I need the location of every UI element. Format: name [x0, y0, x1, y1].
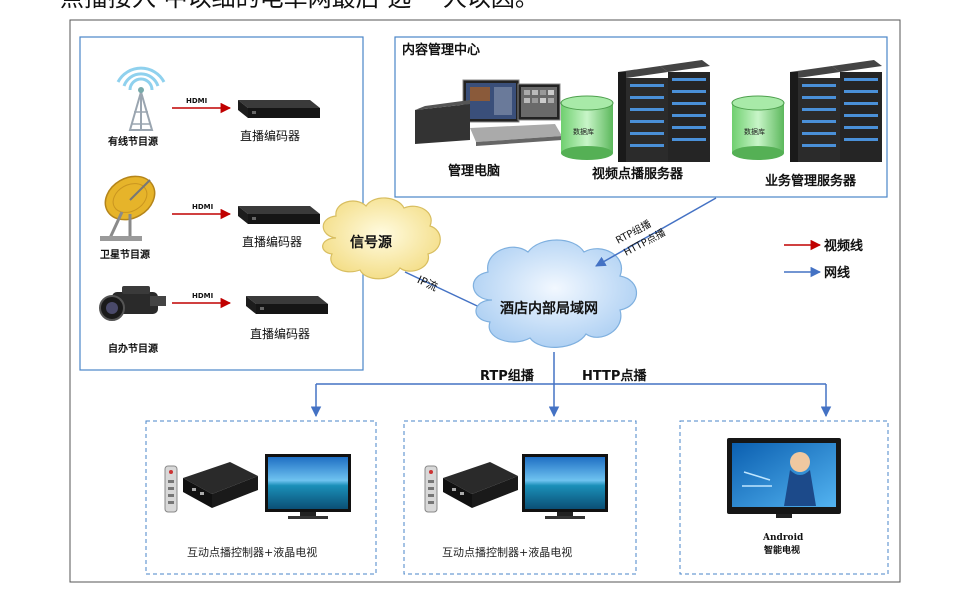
hotel-lan-cloud: [472, 239, 637, 348]
self-source-label: 自办节目源: [108, 342, 158, 355]
database-icon: [731, 95, 785, 160]
satellite-encoder-label: 直播编码器: [242, 234, 302, 249]
vod-db-label: 数据库: [573, 127, 594, 136]
legend-network-label: 网线: [824, 265, 850, 281]
android-tv-icon: [727, 438, 841, 518]
set-top-box-icon: [443, 462, 518, 508]
client-box-2: [403, 420, 637, 575]
video-camera-icon: [99, 286, 166, 321]
lcd-tv-icon: [265, 454, 351, 519]
outer-frame: [69, 19, 901, 583]
center-to-lan-arrow: [595, 197, 717, 267]
signal-source-label: 信号源: [350, 234, 392, 251]
server-bays: [630, 78, 706, 147]
satellite-hdmi-label: HDMI: [192, 203, 213, 211]
self-encoder-label: 直播编码器: [250, 326, 310, 341]
encoder-device-icon: [238, 206, 320, 224]
server-bays: [802, 78, 878, 147]
signal-source-cloud: [322, 197, 441, 280]
content-center-title: 内容管理中心: [402, 42, 480, 58]
client-box-1: [145, 420, 377, 575]
lcd-tv-icon: [522, 454, 608, 519]
satellite-dish-icon: [100, 175, 156, 241]
satellite-source-label: 卫星节目源: [100, 248, 150, 261]
remote-control-icon: [164, 465, 178, 513]
ip-stream-label: IP流: [415, 272, 440, 294]
client-3-label-line2: 智能电视: [764, 544, 800, 556]
self-hdmi-label: HDMI: [192, 292, 213, 300]
database-icon: [560, 95, 614, 160]
encoder-device-icon: [246, 296, 328, 314]
management-pc-icon: [415, 79, 562, 146]
client-2-label: 互动点播控制器+液晶电视: [442, 545, 572, 559]
legend-video-label: 视频线: [824, 238, 863, 254]
set-top-box-icon: [183, 462, 258, 508]
client-3-label-line1: Android: [762, 533, 804, 543]
biz-db-label: 数据库: [744, 127, 765, 136]
distribution-http-label: HTTP点播: [582, 368, 647, 384]
client-box-3: [679, 420, 889, 575]
cable-encoder-label: 直播编码器: [240, 128, 300, 143]
tower-icon: [116, 66, 166, 131]
biz-server-label: 业务管理服务器: [765, 173, 857, 189]
cable-source-label: 有线节目源: [108, 135, 158, 148]
hotel-lan-label: 酒店内部局域网: [500, 300, 598, 317]
header-text: 点播接入 中以细的电单网最后 选一 人以因。: [60, 0, 539, 12]
cable-hdmi-label: HDMI: [186, 97, 207, 105]
management-pc-label: 管理电脑: [448, 163, 500, 179]
encoder-device-icon: [238, 100, 320, 118]
client-1-label: 互动点播控制器+液晶电视: [187, 545, 317, 559]
vod-server-label: 视频点播服务器: [592, 166, 684, 182]
ip-stream-arrow: [404, 271, 491, 313]
remote-control-icon: [424, 465, 438, 513]
distribution-rtp-label: RTP组播: [480, 368, 535, 384]
